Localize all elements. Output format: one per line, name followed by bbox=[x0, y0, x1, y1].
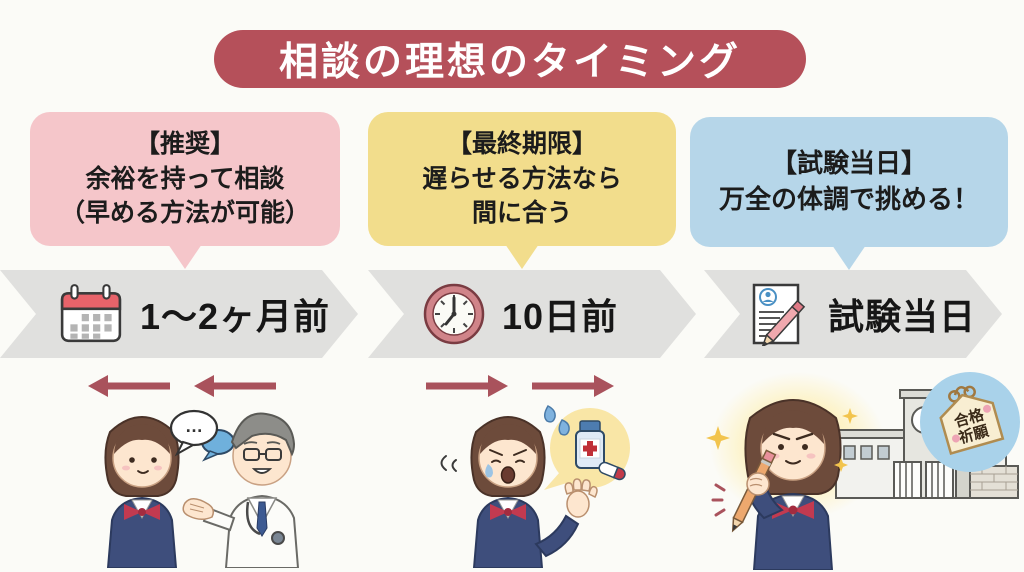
tremble-lines-icon bbox=[440, 455, 457, 472]
arrow-left-icon bbox=[88, 375, 170, 397]
clock-icon bbox=[422, 282, 486, 346]
bubble-heading: 【試験当日】 bbox=[770, 148, 927, 179]
bubble-line: 間に合う bbox=[471, 199, 572, 228]
charm-badge: 合格 祈願 bbox=[920, 372, 1020, 472]
doctor bbox=[182, 412, 300, 568]
bubble-tail bbox=[505, 244, 539, 269]
timeline-segment-1-2-months: 1〜2ヶ月前 bbox=[0, 270, 358, 358]
medicine-bubble-icon bbox=[544, 408, 630, 490]
timeline-segment-exam-day: 試験当日 bbox=[704, 270, 1002, 358]
bubble-line: 余裕を持って相談 bbox=[85, 164, 285, 193]
page-title: 相談の理想のタイミング bbox=[278, 41, 741, 84]
shift-earlier-arrows bbox=[88, 374, 278, 398]
sparkle-icon bbox=[706, 408, 858, 472]
bubble-heading: 【最終期限】 bbox=[446, 130, 597, 159]
exam-day-illustration: 合格 祈願 bbox=[706, 372, 1020, 570]
bubble-line: 遅らせる方法なら bbox=[422, 164, 622, 193]
bubble-heading: 【推奨】 bbox=[134, 130, 235, 159]
chat-bubbles-icon: … bbox=[169, 409, 235, 462]
title-banner: 相談の理想のタイミング bbox=[214, 30, 806, 88]
timeline-label: 10日前 bbox=[502, 296, 619, 337]
bubble-final-deadline: 【最終期限】 遅らせる方法なら 間に合う bbox=[368, 112, 676, 269]
shift-later-arrows bbox=[424, 374, 614, 398]
consultation-illustration: … bbox=[104, 409, 300, 568]
bubble-line: （早める方法が可能） bbox=[59, 199, 310, 228]
confident-girl bbox=[711, 399, 842, 570]
chat-dots: … bbox=[185, 416, 203, 436]
arrow-right-icon bbox=[426, 375, 508, 397]
calendar-icon bbox=[58, 283, 124, 345]
worried-girl bbox=[470, 416, 598, 568]
exam-sheet-icon bbox=[746, 282, 814, 346]
timeline-segment-10-days: 10日前 bbox=[368, 270, 696, 358]
bubble-recommended: 【推奨】 余裕を持って相談 （早める方法が可能） bbox=[30, 112, 340, 269]
emphasis-lines-icon bbox=[711, 483, 726, 517]
worried-student-illustration bbox=[440, 405, 630, 568]
timeline-label: 1〜2ヶ月前 bbox=[140, 296, 331, 337]
bubble-line: 万全の体調で挑める！ bbox=[718, 184, 979, 214]
timeline-label: 試験当日 bbox=[828, 296, 977, 337]
arrow-right-icon bbox=[532, 375, 614, 397]
bubble-exam-day: 【試験当日】 万全の体調で挑める！ bbox=[690, 117, 1008, 270]
sweat-drops-icon bbox=[544, 405, 570, 436]
bubble-tail bbox=[168, 244, 202, 269]
arrow-left-icon bbox=[194, 375, 276, 397]
student-girl bbox=[104, 416, 180, 568]
bubble-tail bbox=[832, 245, 866, 270]
